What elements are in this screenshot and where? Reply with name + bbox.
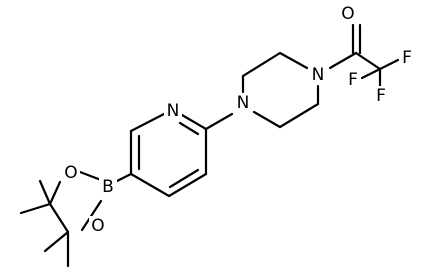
- bond: [19, 202, 52, 215]
- boron-label: B: [102, 177, 114, 197]
- dioxaborolane-o1-label: O: [64, 163, 77, 183]
- bonds: [19, 23, 400, 268]
- fluorine-3-label: F: [348, 70, 358, 90]
- bond: [168, 168, 200, 189]
- bond: [328, 51, 358, 70]
- bond: [252, 110, 282, 129]
- bond: [80, 199, 103, 232]
- bond: [129, 112, 166, 133]
- atom-labels: N N N O F F F B O O: [62, 4, 415, 236]
- pyridine-n-label: N: [167, 101, 180, 121]
- bond: [78, 170, 103, 182]
- bond: [48, 202, 70, 234]
- fluorine-2-label: F: [376, 86, 386, 106]
- bond: [278, 51, 309, 70]
- dioxaborolane-o2-label: O: [91, 216, 104, 236]
- bond: [180, 113, 208, 131]
- bond: [360, 67, 382, 80]
- bond: [48, 180, 62, 206]
- fluorine-1-label: F: [402, 48, 412, 68]
- bond: [167, 172, 208, 198]
- bond: [278, 102, 320, 129]
- bond: [204, 112, 234, 131]
- piperazine-n4-label: N: [312, 65, 325, 85]
- piperazine-n1-label: N: [237, 93, 250, 113]
- bond: [129, 172, 171, 198]
- bond: [241, 51, 282, 78]
- bond: [113, 172, 133, 184]
- bond: [38, 179, 52, 206]
- bond: [378, 58, 400, 71]
- bond: [43, 230, 70, 253]
- bond: [354, 51, 382, 71]
- carbonyl-o-label: O: [341, 4, 354, 24]
- bond: [178, 121, 200, 136]
